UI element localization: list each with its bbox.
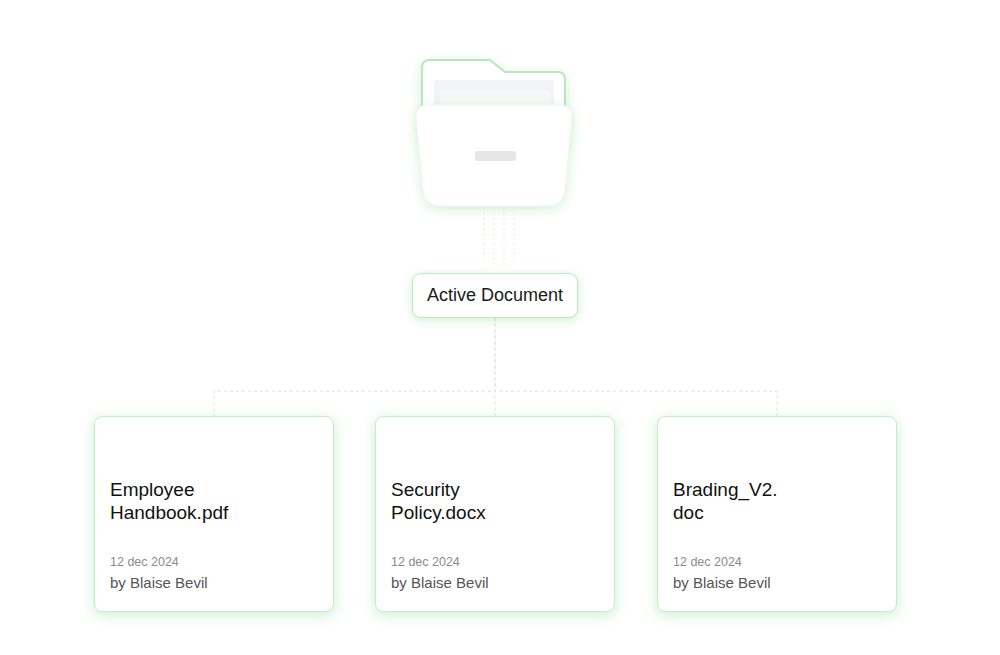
file-author: by Blaise Bevil	[673, 574, 771, 591]
file-name: Employee Handbook.pdf	[110, 478, 244, 524]
document-card: Security Policy.docx 12 dec 2024 by Blaise…	[375, 416, 615, 612]
box-label: Active Document	[427, 285, 563, 306]
document-card: Brading_V2. doc 12 dec 2024 by Blaise Bevi…	[657, 416, 897, 612]
file-date: 12 dec 2024	[673, 555, 742, 569]
file-date: 12 dec 2024	[391, 555, 460, 569]
category-box: Active Document	[412, 273, 578, 318]
file-name: Security Policy.docx	[391, 478, 525, 524]
document-card: Employee Handbook.pdf 12 dec 2024 by Blais…	[94, 416, 334, 612]
file-date: 12 dec 2024	[110, 555, 179, 569]
tree-connector	[214, 318, 495, 417]
file-author: by Blaise Bevil	[391, 574, 489, 591]
tree-connector	[495, 318, 777, 417]
file-name: Brading_V2. doc	[673, 478, 807, 524]
folder-illustration	[416, 60, 572, 266]
file-author: by Blaise Bevil	[110, 574, 208, 591]
